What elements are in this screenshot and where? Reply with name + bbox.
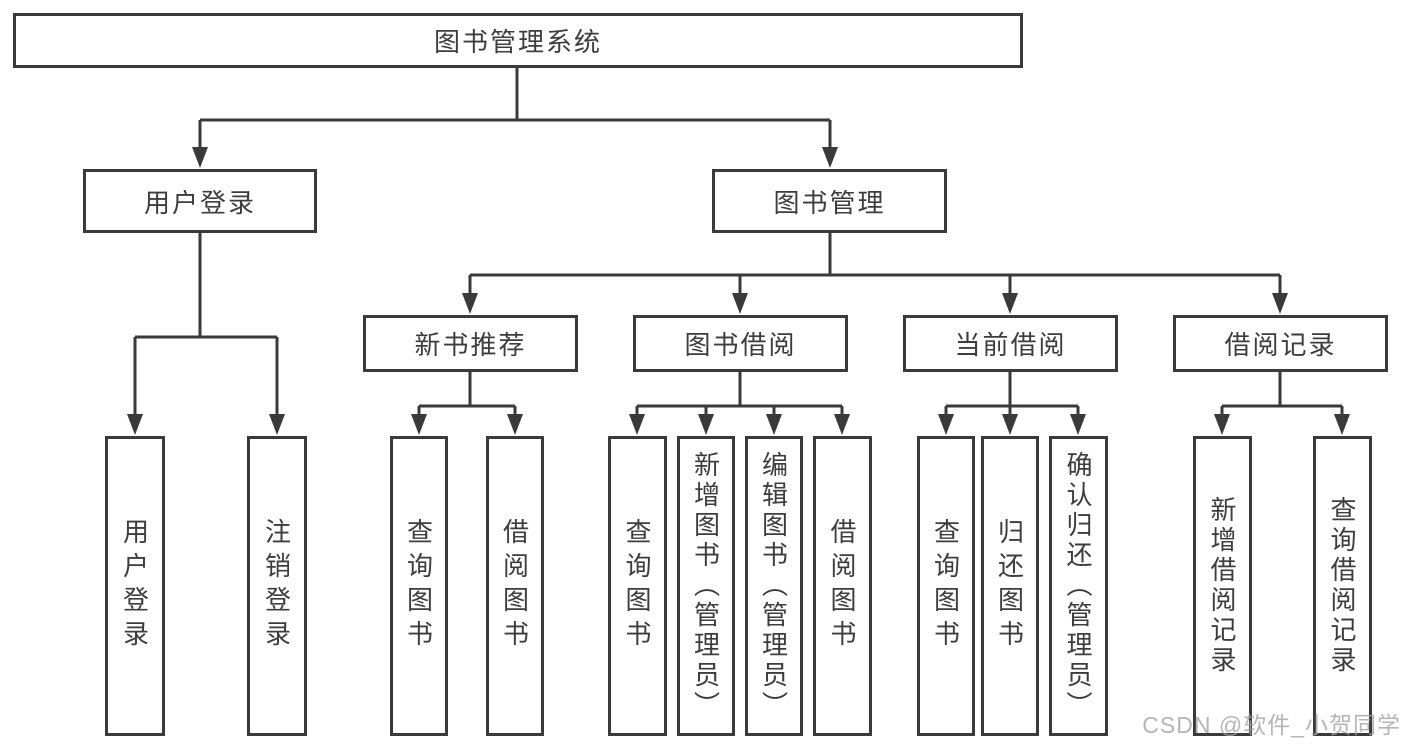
arrowheads-current-borrow xyxy=(938,414,1086,435)
leaf-records-query-record: 查询借阅记录 xyxy=(1313,436,1372,736)
leaf-rec-query-books: 查询图书 xyxy=(390,436,448,736)
node-book-borrow: 图书借阅 xyxy=(633,315,848,372)
connector-book-borrow xyxy=(635,372,844,417)
leaf-logout: 注销登录 xyxy=(247,436,307,736)
node-borrow-records: 借阅记录 xyxy=(1173,315,1388,372)
connector-user-login xyxy=(133,233,279,417)
connector-new-book-rec xyxy=(417,372,517,417)
node-user-login: 用户登录 xyxy=(83,169,317,233)
arrowheads-level2 xyxy=(192,147,838,168)
arrowheads-borrow-records xyxy=(1214,414,1350,435)
node-root: 图书管理系统 xyxy=(13,13,1023,68)
connector-root-to-level2 xyxy=(198,68,832,151)
leaf-current-query-books: 查询图书 xyxy=(917,436,975,736)
arrowheads-user-login xyxy=(127,414,285,435)
arrowheads-level3 xyxy=(462,293,1288,314)
leaf-borrow-edit-books-admin: 编辑图书（管理员） xyxy=(745,436,803,736)
csdn-watermark: CSDN @软件_小贺同学 xyxy=(1142,712,1401,738)
connector-current-borrow xyxy=(944,372,1080,417)
leaf-borrow-add-books-admin: 新增图书（管理员） xyxy=(677,436,735,736)
leaf-rec-borrow-books: 借阅图书 xyxy=(486,436,544,736)
connector-borrow-records xyxy=(1220,372,1344,417)
leaf-current-return-books: 归还图书 xyxy=(981,436,1039,736)
node-book-management: 图书管理 xyxy=(712,169,947,233)
node-current-borrow: 当前借阅 xyxy=(903,315,1118,372)
leaf-borrow-query-books: 查询图书 xyxy=(608,436,667,736)
arrowheads-new-book-rec xyxy=(411,414,523,435)
leaf-records-add-record: 新增借阅记录 xyxy=(1193,436,1252,736)
leaf-borrow-borrow-books: 借阅图书 xyxy=(813,436,872,736)
leaf-user-login: 用户登录 xyxy=(105,436,165,736)
connector-book-mgmt xyxy=(468,233,1282,297)
node-new-book-recommend: 新书推荐 xyxy=(363,315,578,372)
arrowheads-book-borrow xyxy=(629,414,850,435)
leaf-current-confirm-return-admin: 确认归还（管理员） xyxy=(1049,436,1108,736)
